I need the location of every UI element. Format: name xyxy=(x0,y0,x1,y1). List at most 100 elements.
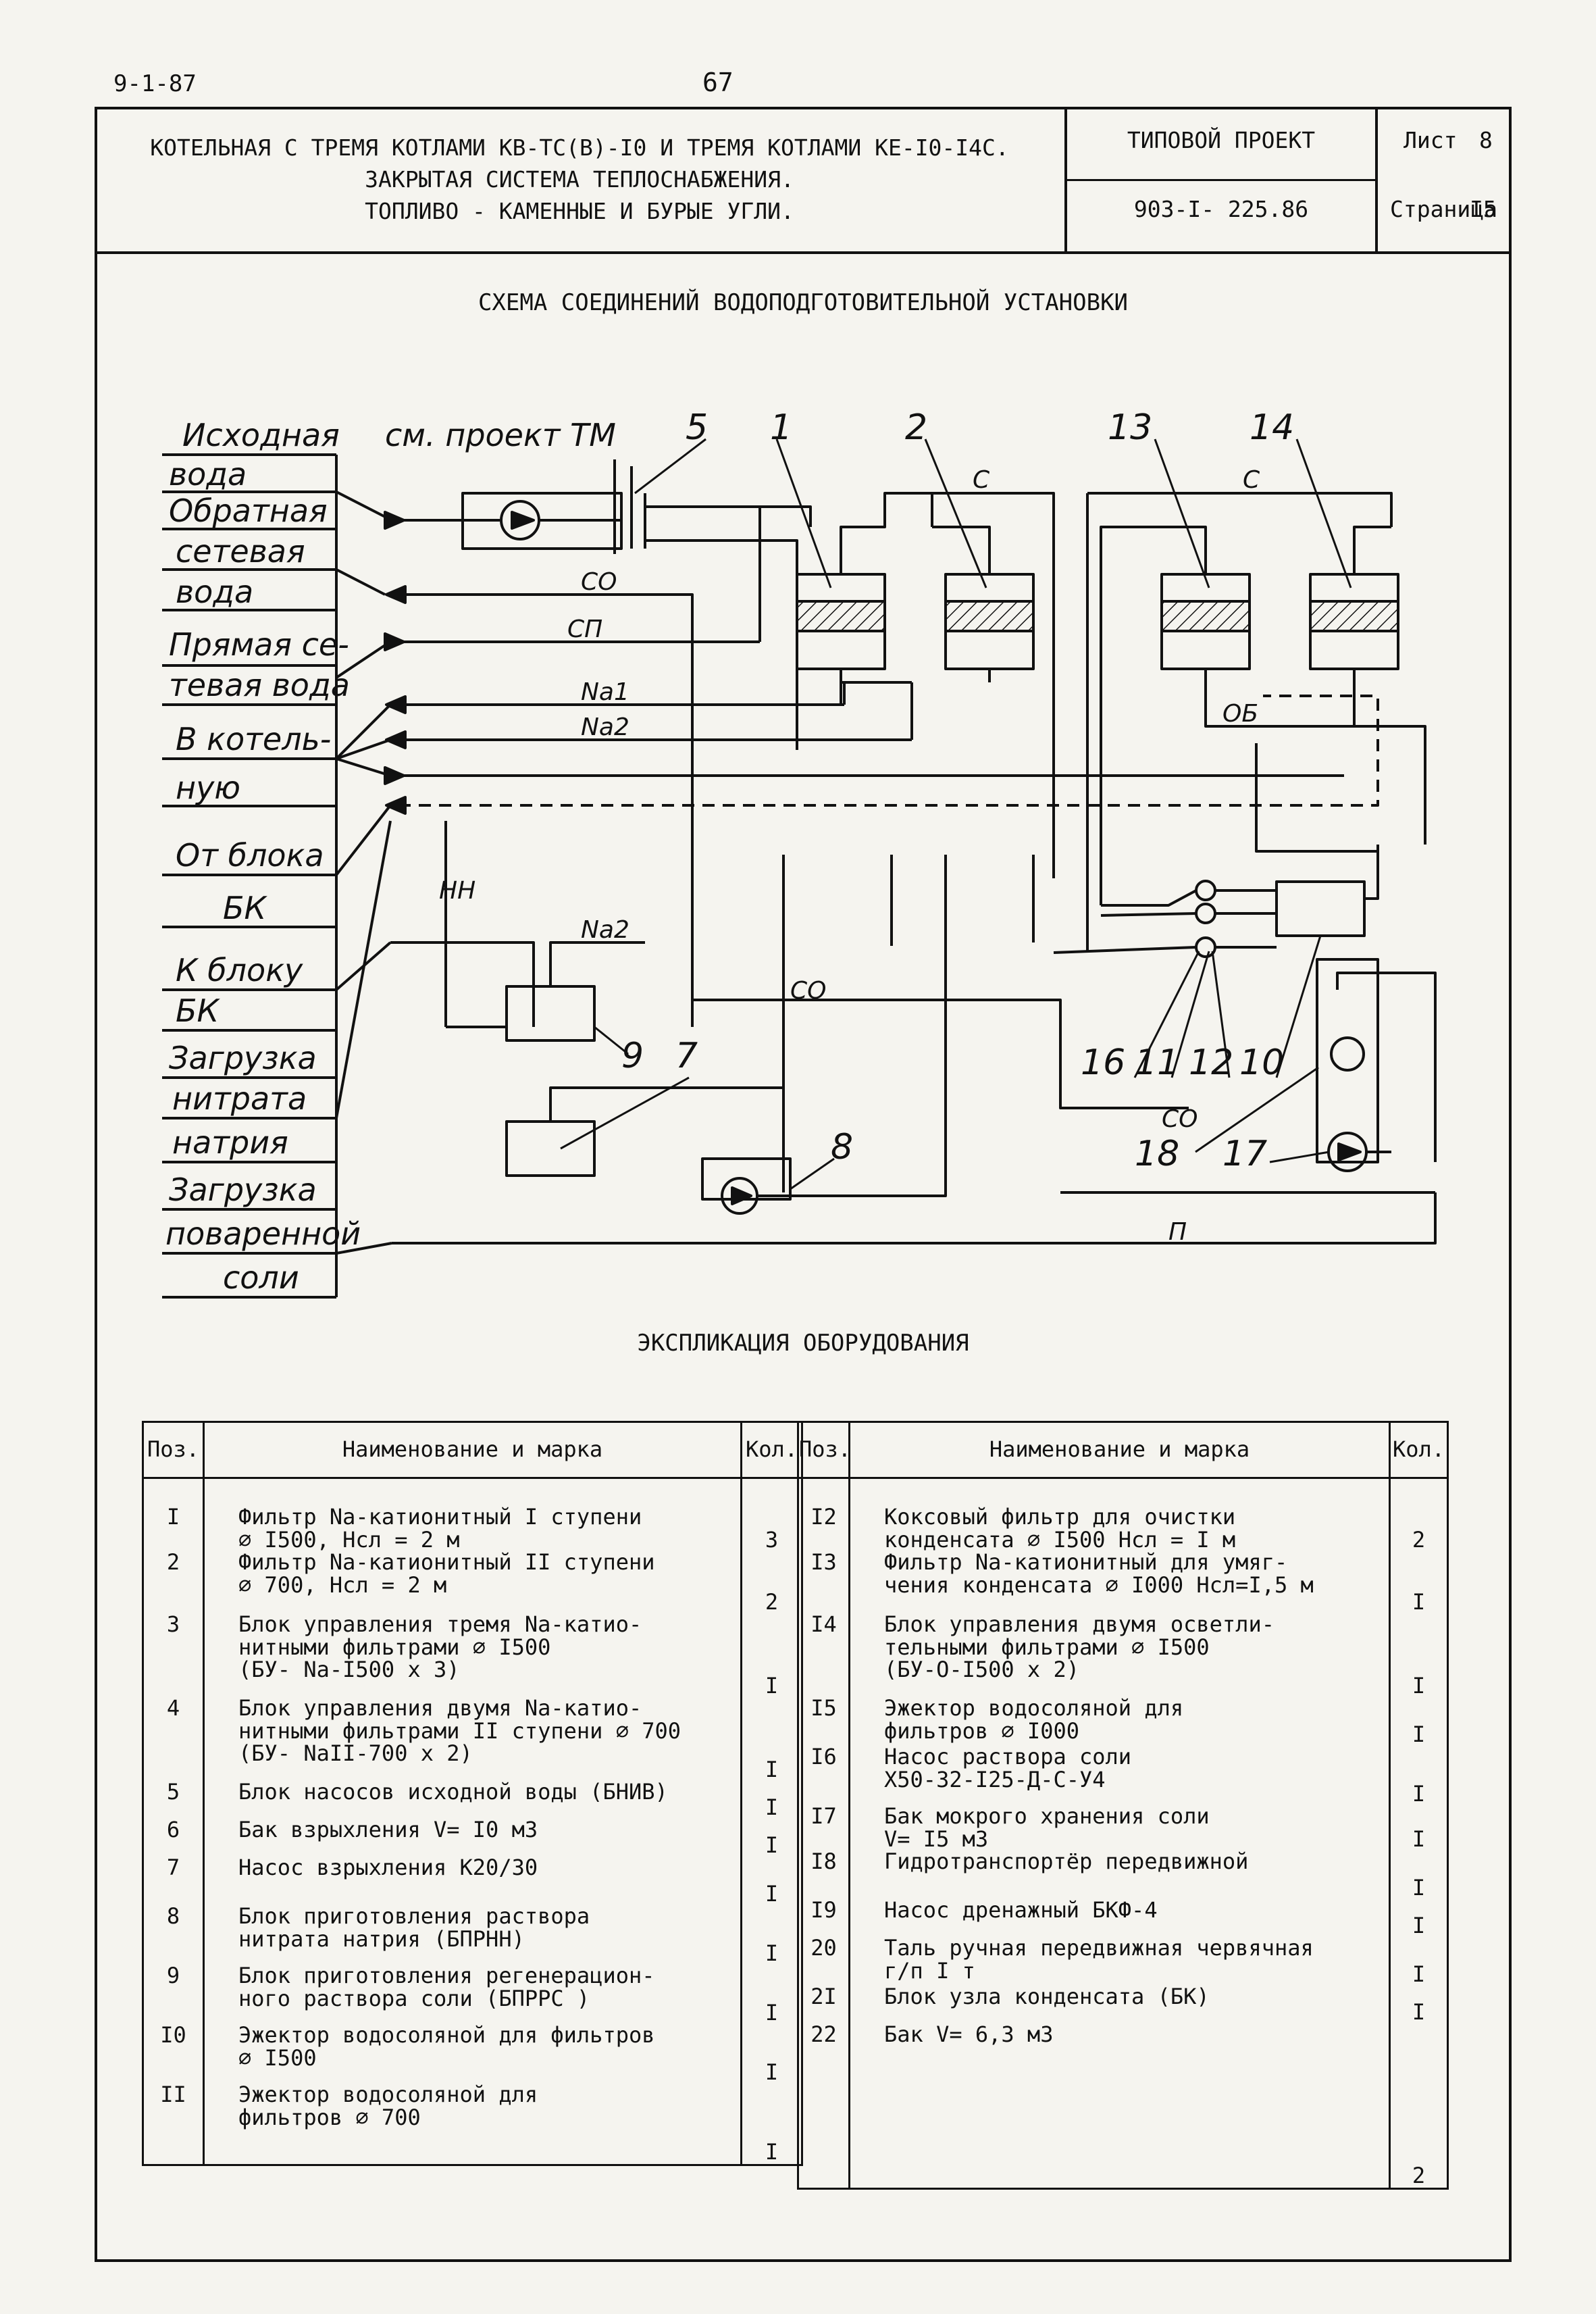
callout-16: 16 xyxy=(1081,1042,1125,1083)
salt-solution-p-line xyxy=(392,855,1437,1244)
row-pos: 20 xyxy=(797,1937,850,1986)
row-pos: 5 xyxy=(142,1780,205,1819)
label-salt-2: поваренной xyxy=(165,1215,361,1252)
row-name: Бак мокрого хранения соли V= I5 м3 xyxy=(848,1805,1391,1851)
code-s-2: C xyxy=(1243,466,1260,494)
label-raw-water-2: вода xyxy=(169,456,247,493)
row-name: Блок управления двумя осветли- тельными … xyxy=(848,1613,1391,1698)
row-name: Блок управления тремя Na-катио- нитными … xyxy=(203,1613,742,1698)
bk-dashed-line xyxy=(398,695,1379,807)
row-name: Бак V= 6,3 м3 xyxy=(848,2023,1391,2190)
label-nitrate-1: Загрузка xyxy=(169,1040,317,1076)
row-qty: I xyxy=(1389,1697,1449,1746)
row-pos: 9 xyxy=(142,1964,205,2025)
code-co-c: CO xyxy=(1162,1105,1198,1133)
header-qty: Кол. xyxy=(1389,1421,1449,1479)
label-raw-water-1: Исходная xyxy=(182,417,340,453)
row-qty: I xyxy=(1389,1937,1449,1986)
row-qty: I xyxy=(740,2024,803,2084)
row-pos: I9 xyxy=(797,1899,850,1938)
label-from-bk-2: БК xyxy=(223,890,268,926)
row-pos: 2I xyxy=(797,1986,850,2024)
table-header-row: Поз. Наименование и марка Кол. xyxy=(797,1421,1449,1479)
code-p: П xyxy=(1168,1218,1187,1246)
row-qty: 2 xyxy=(740,1551,803,1614)
row-qty: I xyxy=(1389,1805,1449,1851)
title-line-1: КОТЕЛЬНАЯ С ТРЕМЯ КОТЛАМИ КВ-ТС(В)-I0 И … xyxy=(150,134,1009,161)
row-name: Блок узла конденсата (БК) xyxy=(848,1986,1391,2024)
label-salt-3: соли xyxy=(223,1259,299,1296)
line-code-labels: CO CП Na1 Na2 Na2 C C ОБ CO CO П НН xyxy=(439,466,1260,1246)
callout-5: 5 xyxy=(686,407,708,448)
label-reference: см. проект ТМ xyxy=(385,417,616,453)
callout-2: 2 xyxy=(905,407,927,448)
document-code: 9-1-87 xyxy=(113,70,197,97)
row-name: Фильтр Na-катионитный II ступени ∅ 700, … xyxy=(203,1551,742,1614)
row-pos: I4 xyxy=(797,1613,850,1698)
row-qty: 3 xyxy=(740,1478,803,1552)
callout-1: 1 xyxy=(770,407,792,448)
row-qty: 2 xyxy=(1389,1478,1449,1552)
row-name: Блок приготовления регенерацион- ного ра… xyxy=(203,1964,742,2025)
header-qty: Кол. xyxy=(740,1421,803,1479)
code-na2-b: Na2 xyxy=(581,916,629,944)
title-line-2: ЗАКРЫТАЯ СИСТЕМА ТЕПЛОСНАБЖЕНИЯ. xyxy=(365,166,794,193)
raw-water-line xyxy=(384,459,812,750)
row-qty: I xyxy=(740,2084,803,2166)
callout-12: 12 xyxy=(1189,1042,1233,1083)
row-qty: I xyxy=(740,1819,803,1857)
callout-13: 13 xyxy=(1108,407,1152,448)
sheet-label: Лист xyxy=(1404,127,1458,153)
row-qty: I xyxy=(740,1697,803,1782)
row-qty: I xyxy=(1389,1613,1449,1698)
label-boiler-1: В котель- xyxy=(176,721,331,757)
label-direct-1: Прямая се- xyxy=(169,626,349,663)
callout-8: 8 xyxy=(831,1127,853,1167)
code-co-b: CO xyxy=(790,977,826,1005)
row-pos: I0 xyxy=(142,2023,205,2084)
sheet-value: 8 xyxy=(1479,127,1493,153)
row-pos: I6 xyxy=(797,1745,850,1806)
row-qty: I xyxy=(1389,1899,1449,1938)
page-number: 67 xyxy=(702,68,733,97)
row-pos: I2 xyxy=(797,1478,850,1552)
row-qty: I xyxy=(1389,1851,1449,1900)
diagram-title: СХЕМА СОЕДИНЕНИЙ ВОДОПОДГОТОВИТЕЛЬНОЙ УС… xyxy=(478,289,1129,316)
row-qty: I xyxy=(740,1857,803,1906)
callout-numbers: 1 2 13 14 5 9 7 8 16 11 12 10 18 17 xyxy=(621,407,1294,1174)
return-water-co-line xyxy=(385,585,1189,1109)
row-name: Насос взрыхления К20/30 xyxy=(203,1856,742,1906)
row-qty: 2 xyxy=(1389,2023,1449,2190)
project-divider xyxy=(1067,179,1375,181)
sheet-frame xyxy=(95,107,1512,2262)
callout-9: 9 xyxy=(621,1036,644,1076)
page-label: Страница xyxy=(1390,196,1497,222)
row-qty: I xyxy=(1389,1986,1449,2024)
label-direct-2: тевая вода xyxy=(169,667,350,703)
condensate-return-line xyxy=(384,743,1344,785)
project-cell: ТИПОВОЙ ПРОЕКТ 903-I- 225.86 xyxy=(1067,107,1378,251)
label-return-1: Обратная xyxy=(169,493,328,529)
label-salt-1: Загрузка xyxy=(169,1172,317,1208)
filter-1-block xyxy=(796,492,933,705)
